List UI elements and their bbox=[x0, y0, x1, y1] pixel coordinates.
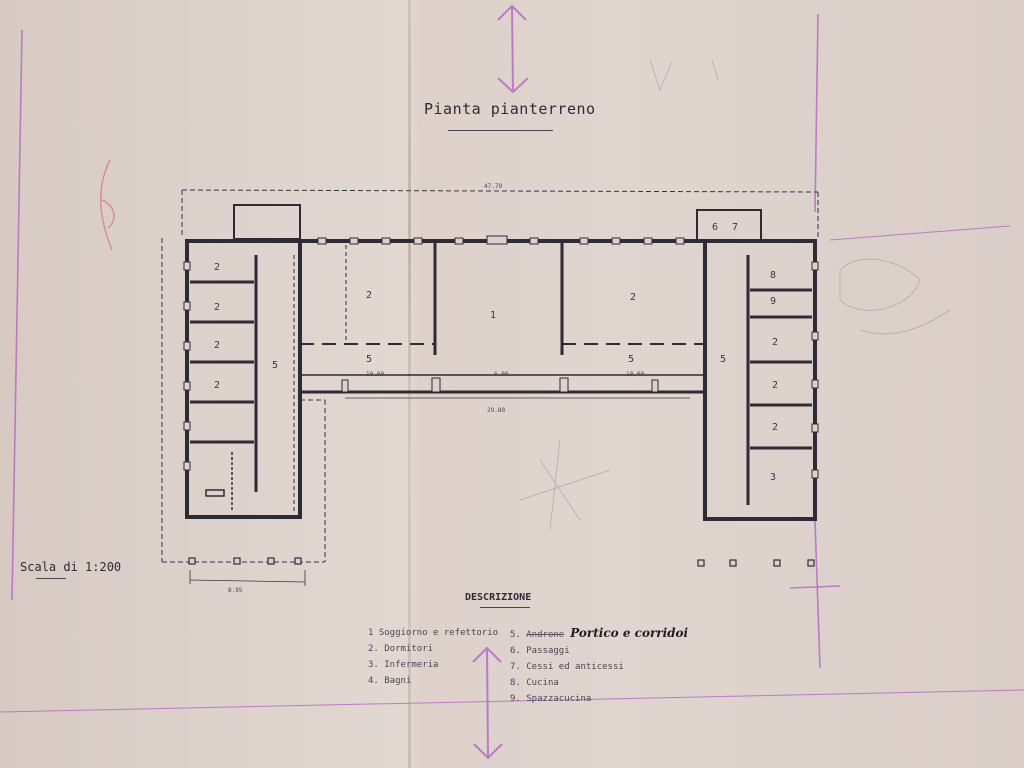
struck-label: Androne bbox=[526, 630, 565, 640]
room-2-lw-b: 2 bbox=[214, 302, 220, 313]
legend-item-8: 8. Cucina bbox=[510, 678, 559, 688]
legend-item-2: 2. Dormitori bbox=[368, 644, 434, 654]
room-9: 9 bbox=[770, 296, 776, 307]
room-5-right-corridor: 5 bbox=[628, 354, 634, 365]
scale-underline bbox=[36, 578, 66, 579]
room-5-left-wing: 5 bbox=[272, 360, 278, 371]
faint-pencil-notes bbox=[519, 59, 951, 531]
legend-column-left: 1 Soggiorno e refettorio 2. Dormitori 3.… bbox=[368, 625, 498, 689]
handwritten-correction: Portico e corridoi bbox=[570, 626, 689, 640]
dashed-partitions bbox=[293, 245, 705, 512]
porch-pillars bbox=[188, 557, 815, 567]
left-wing-rooms bbox=[190, 280, 254, 512]
red-pencil-scribble bbox=[100, 159, 115, 251]
walls bbox=[185, 239, 817, 521]
room-6: 6 bbox=[712, 222, 718, 233]
room-7: 7 bbox=[732, 222, 738, 233]
room-2-rw-a: 2 bbox=[772, 337, 778, 348]
room-8: 8 bbox=[770, 270, 776, 281]
dashed-outline bbox=[161, 189, 819, 563]
porch-dim-line bbox=[189, 397, 690, 586]
right-wing-rooms bbox=[750, 288, 812, 450]
room-2-lw-c: 2 bbox=[214, 340, 220, 351]
room-2-hall-left: 2 bbox=[366, 290, 372, 301]
room-2-lw-d: 2 bbox=[214, 380, 220, 391]
legend-item-9: 9. Spazzacucina bbox=[510, 694, 592, 704]
room-numbers: 1 2 2 5 5 5 5 2 2 2 2 8 9 2 2 2 3 6 7 bbox=[214, 222, 778, 483]
room-2-lw-a: 2 bbox=[214, 262, 220, 273]
scale-label: Scala di 1:200 bbox=[20, 560, 122, 574]
legend-item-3: 3. Infermeria bbox=[368, 660, 439, 670]
room-1: 1 bbox=[490, 310, 496, 321]
room-2-rw-b: 2 bbox=[772, 380, 778, 391]
dim-overall: 47.70 bbox=[484, 183, 502, 190]
dim-side: 8.95 bbox=[228, 587, 243, 594]
dim-corridor: 29.80 bbox=[487, 407, 505, 414]
room-5-left-corridor: 5 bbox=[366, 354, 372, 365]
fold-crease bbox=[408, 0, 411, 768]
legend-item-7: 7. Cessi ed anticessi bbox=[510, 662, 624, 672]
legend-item-4: 4. Bagni bbox=[368, 676, 412, 686]
room-2-hall-right: 2 bbox=[630, 292, 636, 303]
dim-bay-a: 10.00 bbox=[366, 371, 384, 378]
window-ticks bbox=[183, 235, 819, 479]
room-2-rw-c: 2 bbox=[772, 422, 778, 433]
legend-title: DESCRIZIONE bbox=[465, 592, 532, 603]
dim-bay-c: 10.00 bbox=[626, 371, 644, 378]
title-underline bbox=[448, 130, 553, 131]
legend-item-1: 1 Soggiorno e refettorio bbox=[368, 628, 499, 638]
purple-pencil-marks bbox=[0, 4, 1024, 760]
legend-underline bbox=[480, 607, 530, 608]
plan-title: Pianta pianterreno bbox=[424, 100, 596, 118]
room-5-right-wing: 5 bbox=[720, 354, 726, 365]
legend-item-6: 6. Passaggi bbox=[510, 646, 570, 656]
dimension-labels: 47.70 29.80 10.00 6.00 10.00 8.95 bbox=[228, 183, 644, 594]
dim-bay-b: 6.00 bbox=[494, 371, 509, 378]
annex-blocks bbox=[233, 204, 762, 241]
room-3: 3 bbox=[770, 472, 776, 483]
